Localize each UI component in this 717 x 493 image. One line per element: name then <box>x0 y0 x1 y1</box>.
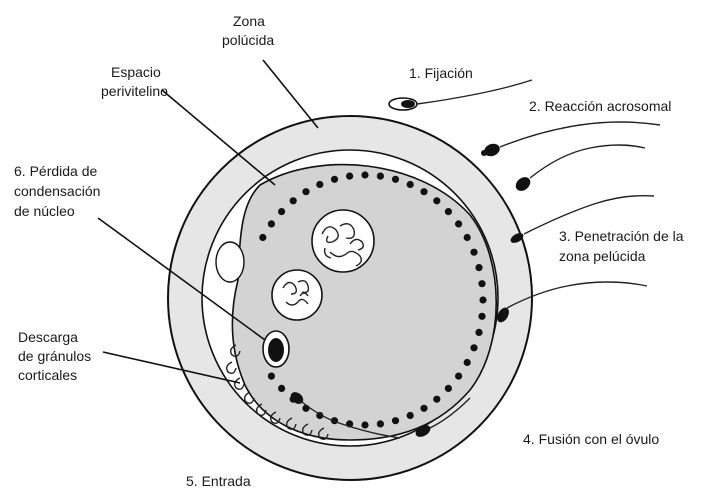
granule-dot <box>278 208 285 215</box>
granule-dot <box>361 421 368 428</box>
leader-zona <box>263 60 318 128</box>
label-espacio-line1: Espacio <box>111 64 161 80</box>
granule-dot <box>455 220 462 227</box>
granule-dot <box>470 344 477 351</box>
label-reaccion: 2. Reacción acrosomal <box>529 98 671 114</box>
granule-dot <box>479 296 486 303</box>
granule-dot <box>407 181 414 188</box>
label-espacio-line2: perivitelino <box>101 83 168 99</box>
sperm-acrosomal-reaction <box>481 122 660 194</box>
label-perdida-line1: 6. Pérdida de <box>14 163 97 179</box>
granule-dot <box>361 171 368 178</box>
granule-dot <box>278 385 285 392</box>
granule-dot <box>268 220 275 227</box>
granule-dot <box>407 412 414 419</box>
label-perdida-line2: condensación <box>14 183 100 199</box>
pronucleus-small <box>272 270 322 320</box>
vesicle <box>216 242 244 282</box>
ovum-cytoplasm <box>232 165 496 440</box>
granule-dot <box>433 197 440 204</box>
granule-dot <box>475 329 482 336</box>
granule-dot <box>478 280 485 287</box>
granule-dot <box>455 373 462 380</box>
granule-dot <box>445 385 452 392</box>
label-zona-line1: Zona <box>233 13 265 29</box>
granule-dot <box>478 313 485 320</box>
granule-dot <box>475 264 482 271</box>
granule-dot <box>268 373 275 380</box>
label-penetracion-line1: 3. Penetración de la <box>559 228 684 244</box>
granule-dot <box>420 188 427 195</box>
sperm-attachment <box>389 80 532 110</box>
granule-dot <box>433 396 440 403</box>
granule-dot <box>377 420 384 427</box>
label-perdida-line3: de núcleo <box>14 203 75 219</box>
granule-dot <box>331 176 338 183</box>
granule-dot <box>464 234 471 241</box>
label-descarga-line3: corticales <box>18 367 77 383</box>
granule-dot <box>445 208 452 215</box>
label-entrada: 5. Entrada <box>186 473 251 489</box>
granule-dot <box>392 176 399 183</box>
label-descarga-line1: Descarga <box>18 329 78 345</box>
granule-dot <box>259 234 266 241</box>
label-fijacion: 1. Fijación <box>409 65 473 81</box>
sperm-nucleus-decondensing <box>263 331 289 367</box>
granule-dot <box>420 405 427 412</box>
granule-dot <box>346 173 353 180</box>
label-penetracion-line2: zona pelúcida <box>559 248 646 264</box>
granule-dot <box>470 249 477 256</box>
granule-dot <box>302 188 309 195</box>
label-zona-line2: polúcida <box>222 32 274 48</box>
pronucleus-large <box>312 210 374 272</box>
granule-dot <box>464 359 471 366</box>
granule-dot <box>392 417 399 424</box>
label-fusion: 4. Fusión con el óvulo <box>523 431 659 447</box>
granule-dot <box>316 181 323 188</box>
granule-dot <box>290 197 297 204</box>
granule-dot <box>377 173 384 180</box>
label-descarga-line2: de gránulos <box>18 348 91 364</box>
